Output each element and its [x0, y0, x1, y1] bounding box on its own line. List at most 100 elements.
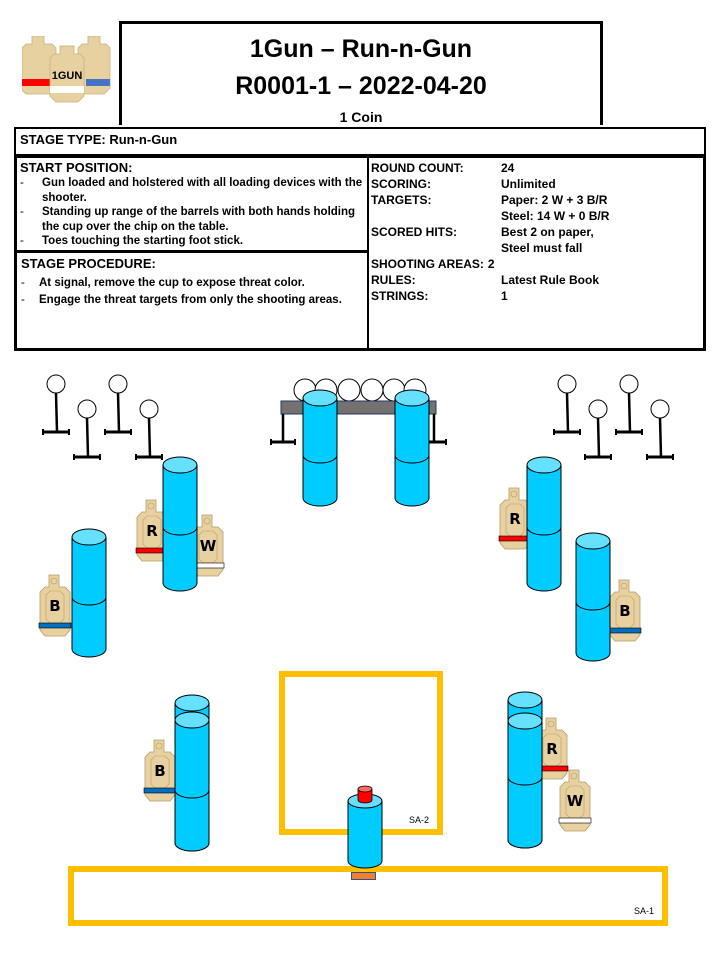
spec-label: RULES:: [371, 273, 416, 287]
target-letter: W: [200, 537, 217, 555]
threat-band: [608, 627, 642, 634]
spec-label: SCORED HITS:: [371, 225, 458, 239]
barrel-seam: [394, 454, 430, 464]
spec-value: Best 2 on paper,: [501, 225, 594, 239]
paper-targets: R W B R B B R W: [38, 487, 642, 832]
start-position-heading: START POSITION:: [20, 160, 133, 175]
paper-target: B: [608, 579, 642, 642]
stage-procedure-list: At signal, remove the cup to expose thre…: [21, 275, 363, 309]
spec-row: RULES: Latest Rule Book: [371, 272, 701, 288]
stage-coin: 1 Coin: [339, 109, 383, 125]
stage-procedure-heading: STAGE PROCEDURE:: [21, 256, 156, 271]
spec-label: SCORING:: [371, 177, 431, 191]
barrel-seam: [526, 526, 562, 536]
paper-target: W: [191, 514, 225, 577]
barrel: [162, 456, 198, 592]
barrel: [575, 532, 611, 662]
start-position-item: Gun loaded and holstered with all loadin…: [20, 176, 364, 205]
steel-popper: [41, 373, 71, 437]
target-letter: R: [146, 522, 158, 540]
barrel: [71, 528, 107, 658]
barrel: [302, 389, 338, 507]
spec-value: Steel must fall: [501, 241, 583, 255]
spec-value: Steel: 14 W + 0 B/R: [501, 209, 610, 223]
spec-row: TARGETS: Paper: 2 W + 3 B/R: [371, 192, 701, 208]
spec-value: 2: [487, 257, 495, 271]
stage-id-date: R0001-1 – 2022-04-20: [235, 72, 487, 100]
threat-band: [558, 817, 592, 824]
spec-value: Unlimited: [501, 177, 556, 191]
steel-popper: [103, 373, 133, 437]
spec-label: TARGETS:: [371, 193, 432, 207]
steel-plate: [360, 378, 384, 402]
start-position-item: Standing up range of the barrels with bo…: [20, 205, 364, 234]
logo-target-center: [49, 45, 85, 103]
stage-procedure-item: Engage the threat targets from only the …: [21, 292, 363, 309]
barrel-seam: [174, 789, 210, 799]
barrel-seam: [162, 526, 198, 536]
barrel: [174, 711, 210, 852]
paper-target: B: [38, 574, 72, 637]
spec-row: Steel: 14 W + 0 B/R: [371, 208, 701, 224]
chip-marker: [351, 872, 376, 880]
stage-procedure-section: STAGE PROCEDURE: At signal, remove the c…: [17, 253, 369, 349]
target-letter: R: [509, 510, 521, 528]
spec-value: Latest Rule Book: [501, 273, 600, 287]
steel-popper: [614, 373, 644, 437]
stage-procedure-item: At signal, remove the cup to expose thre…: [21, 275, 363, 292]
start-barrel: [347, 785, 383, 869]
barrel: [526, 456, 562, 592]
threat-band: [143, 787, 177, 794]
target-letter: R: [546, 740, 558, 758]
steel-popper: [134, 398, 164, 462]
paper-target: R: [135, 499, 169, 562]
start-barrel-with-cup: [347, 785, 383, 869]
stage-title: 1Gun – Run-n-Gun: [249, 35, 473, 63]
spec-label: STRINGS:: [371, 289, 429, 303]
steel-popper: [552, 373, 582, 437]
shooting-area-1: SA-1: [68, 866, 668, 926]
spec-label: ROUND COUNT:: [371, 161, 464, 175]
threat-band: [38, 622, 72, 629]
steel-popper: [72, 398, 102, 462]
cup: [357, 785, 373, 804]
spec-value: 24: [501, 161, 515, 175]
steel-plate: [337, 378, 361, 402]
title-box: 1Gun – Run-n-Gun R0001-1 – 2022-04-20 1 …: [119, 21, 603, 125]
start-position-list: Gun loaded and holstered with all loadin…: [20, 176, 364, 249]
steel-popper: [645, 398, 675, 462]
barrel-seam: [302, 454, 338, 464]
1gun-logo: 1GUN: [22, 36, 111, 103]
shooting-area-label: SA-1: [633, 906, 654, 916]
target-letter: W: [567, 792, 584, 810]
target-letter: B: [619, 602, 630, 620]
paper-target: R: [535, 717, 569, 780]
spec-row: SHOOTING AREAS:2: [371, 256, 701, 272]
steel-popper: [583, 398, 613, 462]
threat-band: [498, 535, 532, 542]
barrel-seam: [71, 596, 107, 606]
logo-target-right: [77, 36, 111, 95]
spec-value: Paper: 2 W + 3 B/R: [501, 193, 608, 207]
stage-specs: ROUND COUNT: 24 SCORING: Unlimited TARGETS…: [371, 160, 701, 304]
barrels: [71, 389, 611, 852]
target-letter: B: [154, 762, 165, 780]
target-letter: B: [49, 597, 60, 615]
barrel-seam: [507, 776, 543, 786]
logo-text: 1GUN: [52, 70, 83, 82]
spec-value: 1: [501, 289, 508, 303]
spec-label: SHOOTING AREAS:: [371, 257, 484, 271]
spec-row: SCORING: Unlimited: [371, 176, 701, 192]
stage-info-box: START POSITION: Gun loaded and holstered…: [14, 155, 706, 351]
paper-target: B: [143, 739, 177, 802]
paper-target: R: [498, 487, 532, 550]
barrel-seam: [575, 601, 611, 611]
start-position-section: START POSITION: Gun loaded and holstered…: [17, 158, 369, 253]
spec-row: SCORED HITS: Best 2 on paper,: [371, 224, 701, 240]
shooting-area-label: SA-2: [408, 815, 429, 825]
spec-row: Steel must fall: [371, 240, 701, 256]
paper-target: W: [558, 769, 592, 832]
barrel: [507, 712, 543, 849]
start-position-item: Toes touching the starting foot stick.: [20, 234, 364, 249]
